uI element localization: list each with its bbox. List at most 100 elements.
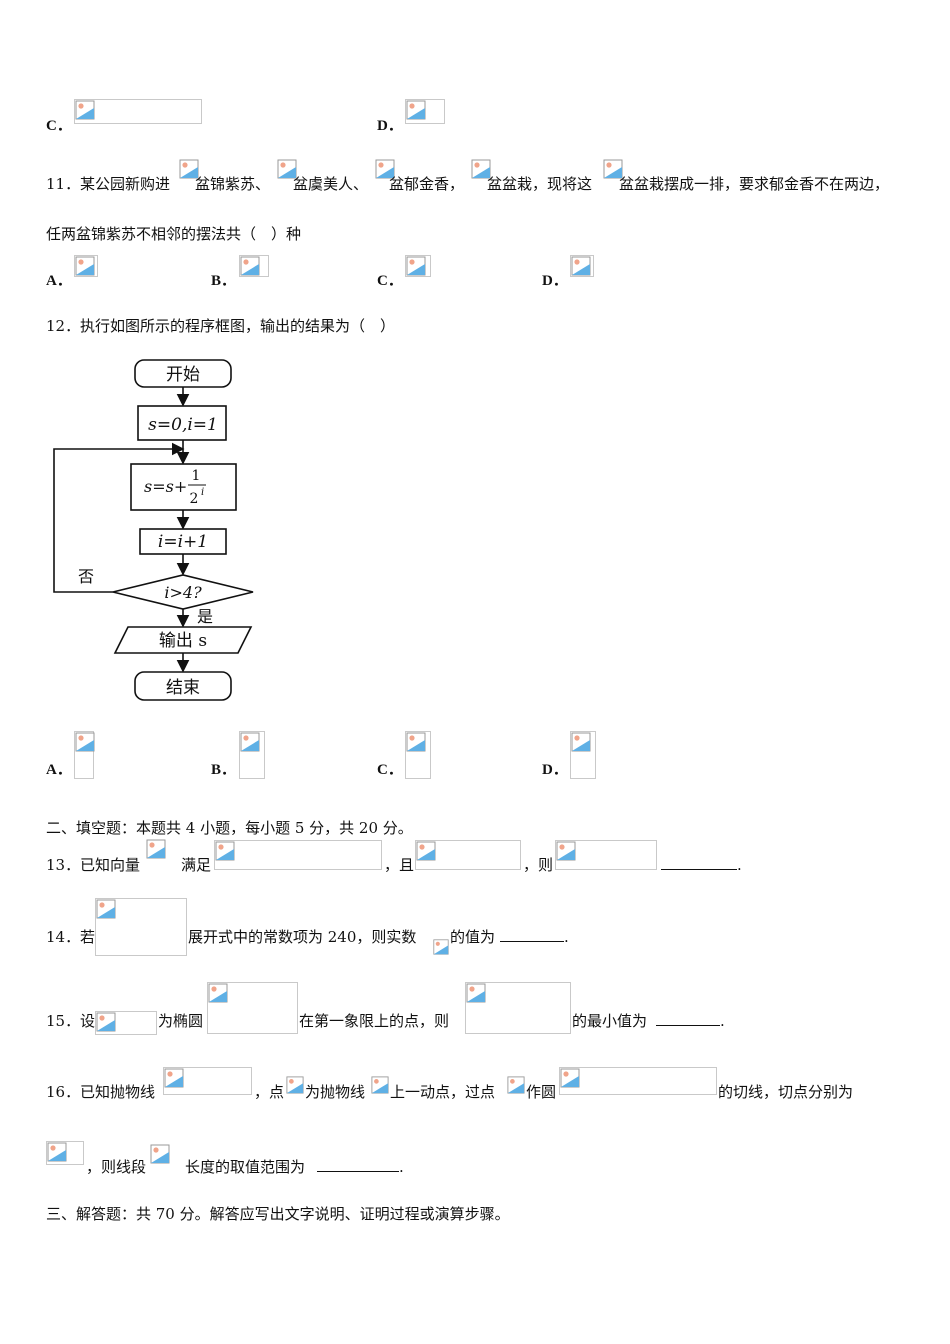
flowchart-init-box xyxy=(137,405,227,441)
section-2-heading: 二、填空题：本题共 4 小题，每小题 5 分，共 20 分。 xyxy=(46,819,413,837)
inline-image-placeholder xyxy=(559,1067,717,1095)
question-11-text-3: 盆虞美人、 xyxy=(293,175,369,193)
question-11-text-line2: 任两盆锦紫苏不相邻的摆法共（ ）种 xyxy=(46,225,302,243)
flowchart-start-text: 开始 xyxy=(166,365,200,385)
option-c-label: C． xyxy=(377,273,403,289)
option-a-label: A． xyxy=(46,762,72,778)
flowchart-loop-line xyxy=(53,442,185,593)
broken-image-icon xyxy=(277,159,297,179)
inline-image-placeholder xyxy=(150,1144,184,1166)
broken-image-icon xyxy=(560,1068,580,1088)
inline-image-placeholder xyxy=(433,939,449,957)
option-c-image-placeholder xyxy=(405,255,431,277)
question-11-number: 11． xyxy=(46,175,81,193)
option-d-label: D． xyxy=(542,762,568,778)
question-11-text-6: 盆盆栽摆成一排，要求郁金香不在两边， xyxy=(619,175,890,193)
question-16-number: 16． xyxy=(46,1083,81,1101)
program-flowchart: 开始 s=0,i=1 s=s+ 1 2 i i=i+1 i>4? 否 是 输出 … xyxy=(53,359,254,701)
inline-image-placeholder xyxy=(415,840,521,870)
question-15-number: 15． xyxy=(46,1012,81,1030)
question-14-text-2: 展开式中的常数项为 240，则实数 xyxy=(188,928,417,946)
question-15-answer-blank: . xyxy=(656,1011,725,1031)
broken-image-icon xyxy=(571,256,591,276)
flowchart-update-s-text: s=s+ xyxy=(144,477,187,496)
broken-image-icon xyxy=(471,159,491,179)
question-13-text-3: ，且 xyxy=(384,856,415,874)
inline-image-placeholder xyxy=(555,840,657,870)
broken-image-icon xyxy=(96,899,116,919)
broken-image-icon xyxy=(286,1076,304,1094)
inline-image-placeholder xyxy=(286,1076,304,1096)
question-14-number: 14． xyxy=(46,928,81,946)
flowchart-fraction-denominator: 2 xyxy=(190,491,199,507)
broken-image-icon xyxy=(433,939,449,955)
inline-image-placeholder xyxy=(603,159,623,181)
question-14-text-1: 若 xyxy=(80,928,96,946)
broken-image-icon xyxy=(406,100,426,120)
broken-image-icon xyxy=(571,732,591,752)
inline-image-placeholder xyxy=(214,840,382,870)
inline-image-placeholder xyxy=(146,839,180,865)
question-16-text-4: 上一动点，过点 xyxy=(390,1083,496,1101)
section-3-heading: 三、解答题：共 70 分。解答应写出文字说明、证明过程或演算步骤。 xyxy=(46,1205,510,1223)
question-12-text: 执行如图所示的程序框图，输出的结果为（ ） xyxy=(80,317,396,335)
question-16-text-5: 作圆 xyxy=(526,1083,557,1101)
broken-image-icon xyxy=(146,839,166,859)
option-d-label: D． xyxy=(542,273,568,289)
broken-image-icon xyxy=(603,159,623,179)
inline-image-placeholder xyxy=(179,159,199,181)
question-16-text-1: 已知抛物线 xyxy=(80,1083,156,1101)
option-d-image-placeholder xyxy=(405,99,445,124)
question-12-number: 12． xyxy=(46,317,81,335)
question-11-text-2: 盆锦紫苏、 xyxy=(195,175,271,193)
option-a-label: A． xyxy=(46,273,72,289)
question-15-text-4: 的最小值为 xyxy=(572,1012,648,1030)
broken-image-icon xyxy=(75,100,95,120)
option-c-image-placeholder xyxy=(74,99,202,124)
inline-image-placeholder xyxy=(95,898,187,956)
question-13-answer-blank: . xyxy=(661,855,742,875)
question-14-text-3: 的值为 xyxy=(450,928,496,946)
question-16-answer-blank: . xyxy=(317,1157,404,1177)
flowchart-yes-label: 是 xyxy=(197,607,213,626)
question-11-text-1: 某公园新购进 xyxy=(80,175,171,193)
flowchart-end-text: 结束 xyxy=(166,678,200,698)
broken-image-icon xyxy=(375,159,395,179)
inline-image-placeholder xyxy=(507,1076,525,1096)
broken-image-icon xyxy=(507,1076,525,1094)
broken-image-icon xyxy=(96,1012,116,1032)
option-d-label: D． xyxy=(377,118,403,134)
option-b-label: B． xyxy=(211,762,237,778)
question-16-text-8: 长度的取值范围为 xyxy=(185,1158,306,1176)
broken-image-icon xyxy=(240,256,260,276)
flowchart-init-text: s=0,i=1 xyxy=(148,415,218,435)
option-b-label: B． xyxy=(211,273,237,289)
option-c-label: C． xyxy=(46,118,72,134)
broken-image-icon xyxy=(75,732,95,752)
option-c-image-placeholder xyxy=(405,731,431,779)
flowchart-update-i-text: i=i+1 xyxy=(158,532,208,552)
broken-image-icon xyxy=(466,983,486,1003)
question-11-text-4: 盆郁金香， xyxy=(389,175,465,193)
inline-image-placeholder xyxy=(95,1011,157,1035)
broken-image-icon xyxy=(215,841,235,861)
flowchart-fraction-exponent: i xyxy=(201,487,204,498)
flowchart-output-text: 输出 s xyxy=(159,631,207,651)
inline-image-placeholder xyxy=(207,982,298,1034)
option-a-image-placeholder xyxy=(74,731,95,779)
option-c-label: C． xyxy=(377,762,403,778)
option-b-image-placeholder xyxy=(239,255,269,277)
flowchart-fraction-numerator: 1 xyxy=(192,468,201,484)
option-b-image-placeholder xyxy=(239,731,265,779)
broken-image-icon xyxy=(47,1142,67,1162)
question-16-text-3: 为抛物线 xyxy=(305,1083,366,1101)
question-13-text-4: ，则 xyxy=(523,856,554,874)
question-13-number: 13． xyxy=(46,856,81,874)
inline-image-placeholder xyxy=(163,1067,252,1095)
broken-image-icon xyxy=(240,732,260,752)
inline-image-placeholder xyxy=(371,1076,389,1096)
flowchart-decision xyxy=(112,574,254,610)
question-16-text-2: ，点 xyxy=(254,1083,285,1101)
question-15-text-1: 设 xyxy=(80,1012,96,1030)
flowchart-condition-text: i>4? xyxy=(164,583,202,602)
